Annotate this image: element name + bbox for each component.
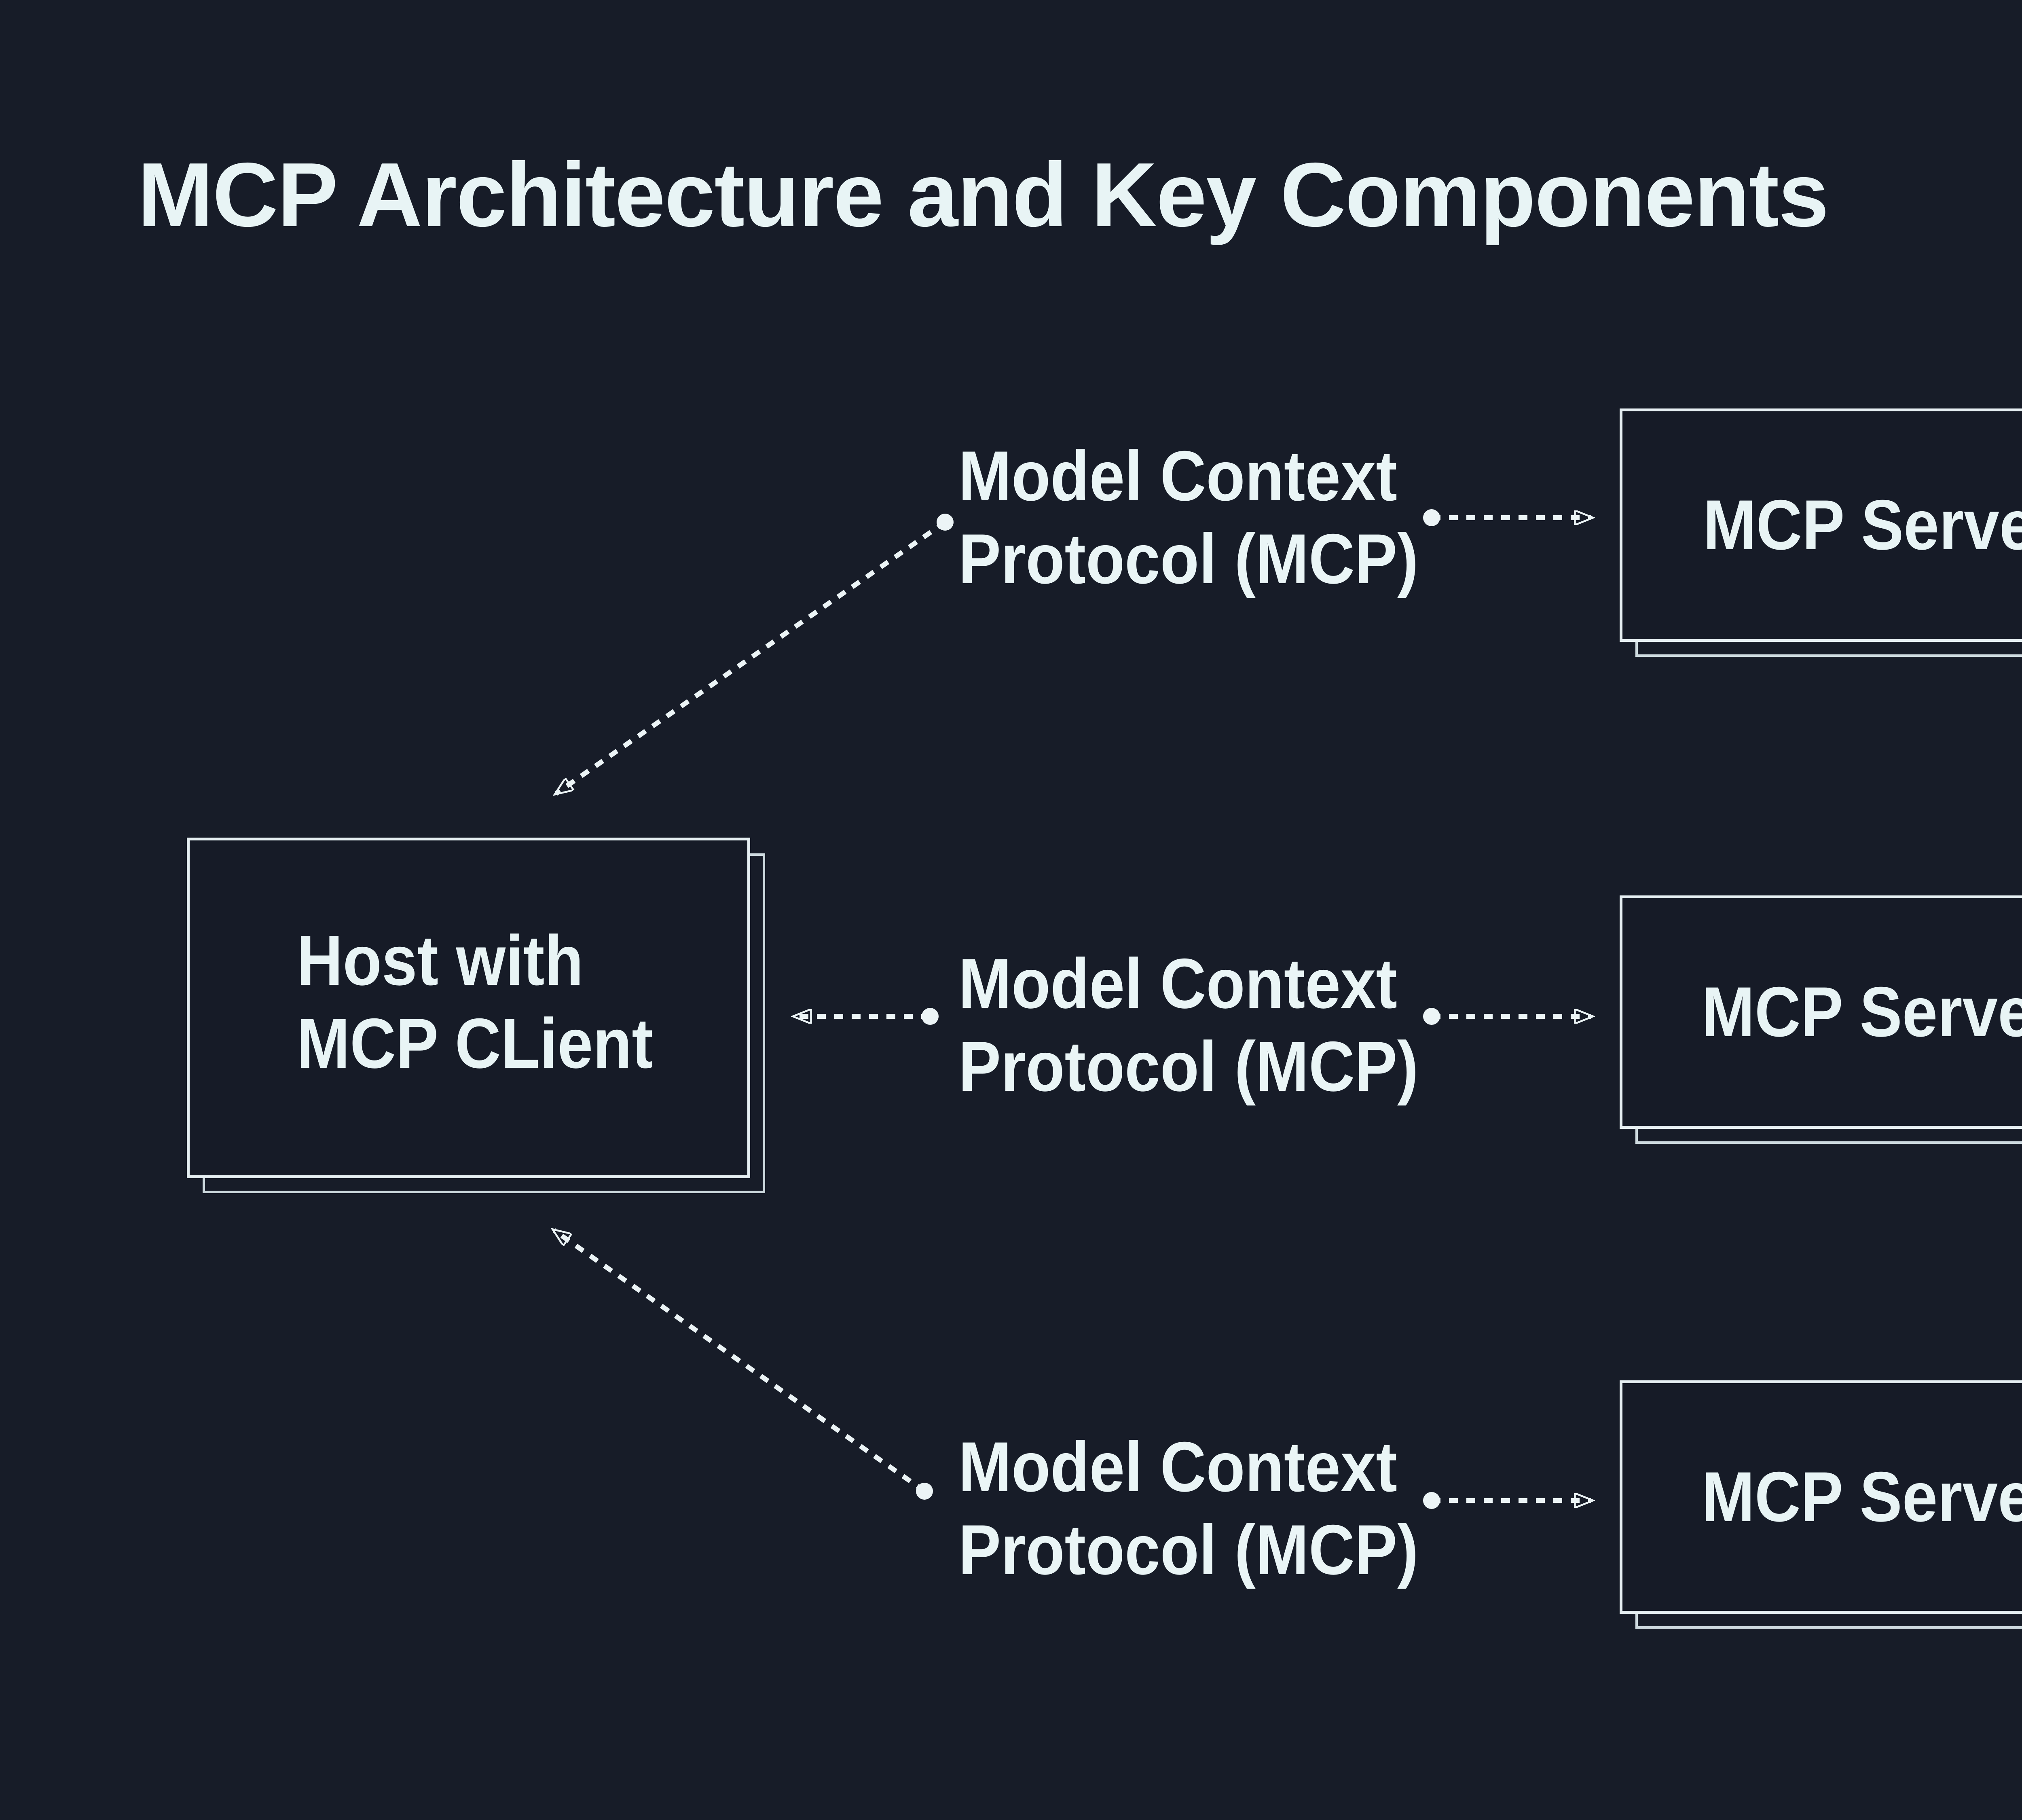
- protocol-label-b: Model Context Protocol (MCP): [958, 942, 1418, 1108]
- protocol-label-a: Model Context Protocol (MCP): [958, 435, 1418, 601]
- mcp-server-a-box: MCP Server A: [1620, 408, 2022, 657]
- arrow-protocol-a-to-host: [556, 522, 945, 794]
- mcp-server-c-label: MCP Server C: [1702, 1458, 2022, 1536]
- protocol-label-c-line1: Model Context: [958, 1428, 1397, 1507]
- protocol-label-c: Model Context Protocol (MCP): [958, 1426, 1418, 1591]
- page-title: MCP Architecture and Key Components: [137, 144, 1829, 245]
- host-with-mcp-client-box: Host with MCP CLient: [187, 838, 765, 1193]
- mcp-server-b-label: MCP Server B: [1702, 973, 2022, 1052]
- protocol-label-b-line1: Model Context: [958, 944, 1397, 1023]
- protocol-label-a-line1: Model Context: [958, 437, 1397, 516]
- host-box-label-line2: MCP CLient: [297, 1004, 653, 1083]
- mcp-server-a-label: MCP Server A: [1703, 486, 2022, 565]
- mcp-server-c-box: MCP Server C: [1620, 1380, 2022, 1629]
- protocol-label-b-line2: Protocol (MCP): [958, 1027, 1419, 1106]
- host-box-label-line1: Host with: [297, 921, 584, 1000]
- protocol-label-a-line2: Protocol (MCP): [958, 520, 1419, 599]
- arrow-protocol-c-to-host: [554, 1230, 924, 1491]
- mcp-server-b-box: MCP Server B: [1620, 895, 2022, 1144]
- protocol-label-c-line2: Protocol (MCP): [958, 1511, 1419, 1589]
